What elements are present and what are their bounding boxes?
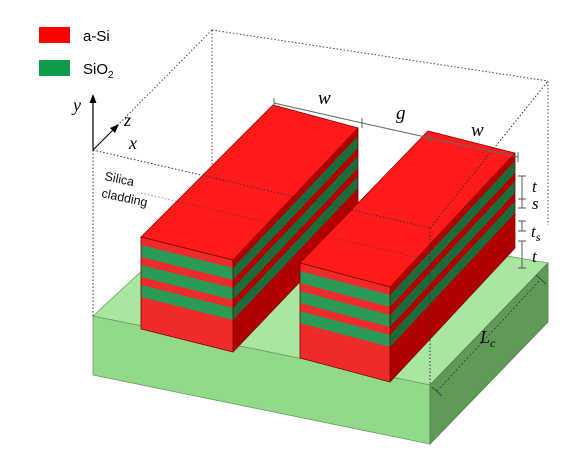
g-label: g [396, 103, 406, 124]
right-stack-edges [299, 153, 516, 383]
legend-swatch-sio2 [39, 60, 70, 76]
s-label: s [532, 194, 539, 213]
width-gap-dimensions [273, 98, 519, 162]
w-left-dimension-line [273, 102, 363, 124]
legend-label-sio2-subscript: 2 [108, 70, 114, 81]
w-right-label: w [471, 120, 484, 141]
coordinate-axes: y z x [71, 94, 137, 153]
y-axis-label: y [71, 95, 81, 115]
ts-label-sub: s [536, 230, 541, 244]
lc-label: Lc [479, 327, 496, 350]
z-axis-arrowhead [110, 124, 119, 133]
x-axis-label: x [128, 133, 137, 153]
right-waveguide-stack [299, 130, 516, 383]
right-stack-side [390, 153, 515, 382]
legend-label-sio2: SiO2 [83, 61, 114, 81]
ts-label: ts [531, 222, 541, 244]
substrate-side [429, 262, 549, 445]
silica-label-line2: cladding [100, 186, 149, 209]
right-stack-side-oxide-bands [390, 161, 515, 347]
w-left-label: w [318, 88, 331, 109]
left-stack-side-oxide-bands [233, 136, 358, 320]
z-axis-label: z [123, 110, 131, 130]
g-dimension-line [361, 122, 431, 139]
legend-swatch-a-si [39, 27, 70, 43]
t-bottom-label: t [532, 247, 538, 266]
length-dimension [431, 274, 547, 397]
t-top-label: t [532, 177, 538, 196]
lc-label-main: L [479, 327, 490, 347]
right-stack-front-oxide-bands [300, 271, 390, 347]
left-stack-front-oxide-bands [141, 245, 233, 320]
ts-label-main: t [531, 222, 537, 241]
y-axis-arrowhead [89, 94, 97, 103]
legend-label-sio2-main: SiO [83, 61, 108, 78]
legend: a-Si SiO2 [39, 27, 114, 81]
left-stack-side [233, 128, 358, 352]
left-waveguide-stack [140, 104, 359, 353]
lc-label-sub: c [490, 336, 496, 350]
cladding-box-front [92, 80, 549, 385]
thickness-dimensions [518, 175, 526, 269]
silica-label-line1: Silica [103, 169, 135, 189]
silica-cladding-label: Silica cladding [100, 169, 149, 209]
w-right-dimension-line [429, 137, 519, 158]
legend-label-a-si: a-Si [83, 28, 110, 45]
